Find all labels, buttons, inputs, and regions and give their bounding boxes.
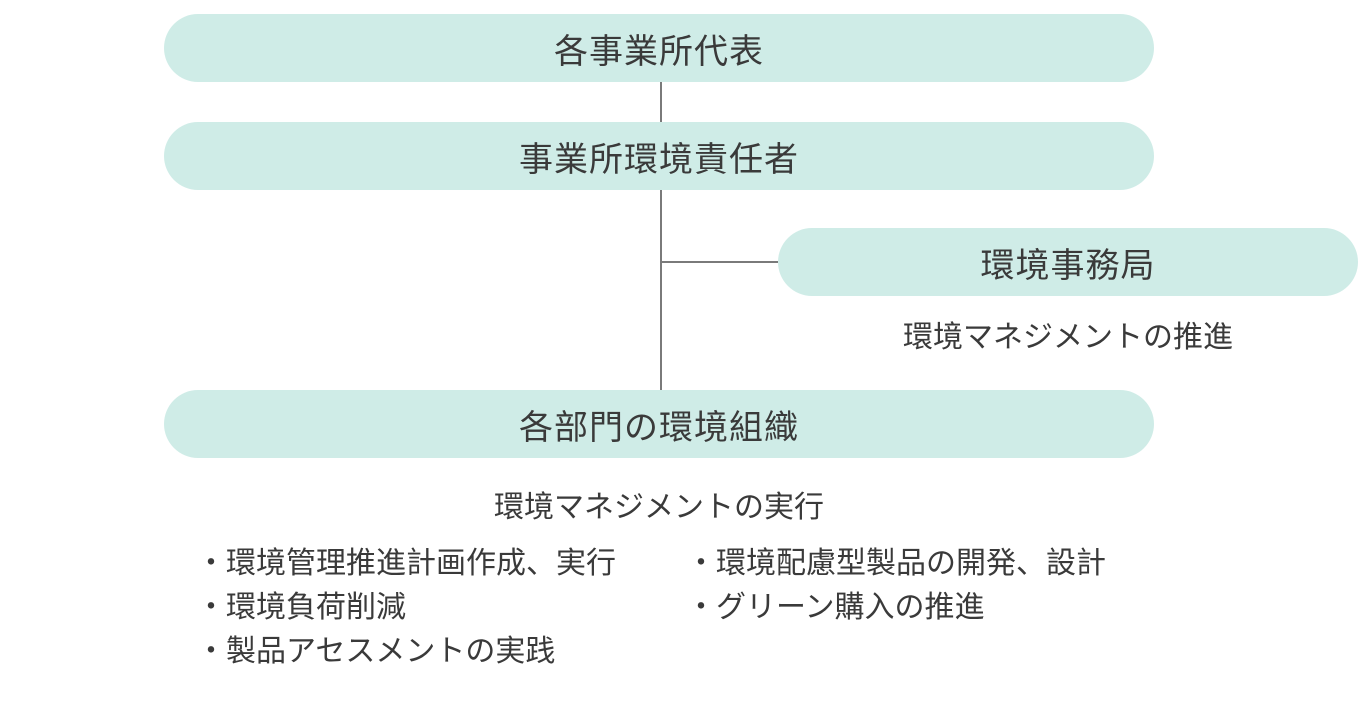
- bullet-item: ・環境配慮型製品の開発、設計: [686, 546, 1106, 581]
- bullet-list-left: ・環境管理推進計画作成、実行 ・環境負荷削減 ・製品アセスメントの実践: [196, 542, 616, 674]
- node-environment-manager: 事業所環境責任者: [164, 122, 1154, 190]
- node-secretariat: 環境事務局: [778, 228, 1358, 296]
- node-representative-label: 各事業所代表: [554, 31, 764, 72]
- node-departments-label: 各部門の環境組織: [519, 407, 799, 448]
- bullet-item: ・グリーン購入の推進: [686, 590, 985, 625]
- bullet-item: ・環境管理推進計画作成、実行: [196, 546, 616, 581]
- bullet-item: ・製品アセスメントの実践: [196, 634, 556, 669]
- node-departments: 各部門の環境組織: [164, 390, 1154, 458]
- connector-branch-secretariat: [661, 261, 778, 263]
- node-representative: 各事業所代表: [164, 14, 1154, 82]
- connector-manager-departments: [660, 190, 662, 390]
- caption-secretariat: 環境マネジメントの推進: [903, 320, 1233, 355]
- connector-representative-manager: [660, 82, 662, 122]
- bullet-list-right: ・環境配慮型製品の開発、設計 ・グリーン購入の推進: [686, 542, 1106, 630]
- caption-departments: 環境マネジメントの実行: [494, 490, 824, 525]
- node-secretariat-label: 環境事務局: [980, 245, 1156, 286]
- node-environment-manager-label: 事業所環境責任者: [519, 139, 799, 180]
- bullet-item: ・環境負荷削減: [196, 590, 406, 625]
